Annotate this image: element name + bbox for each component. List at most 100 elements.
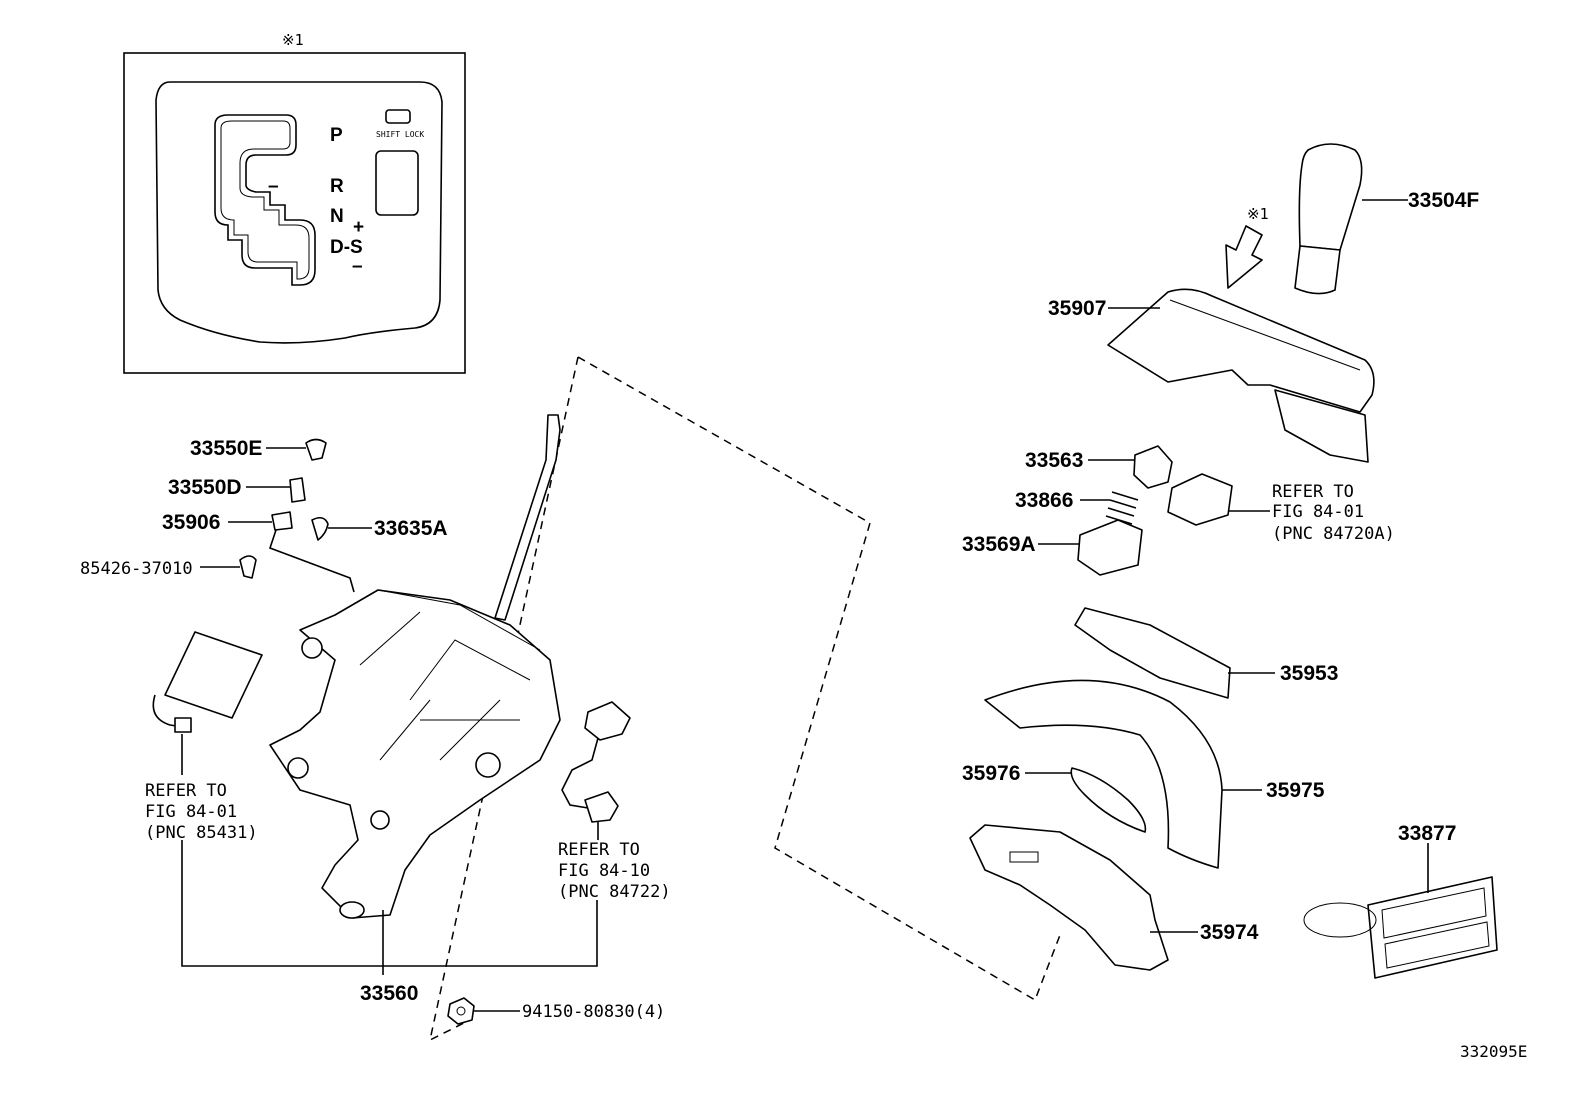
harness-84722-wire: [561, 737, 599, 809]
shift-lever-assembly: [269, 414, 561, 975]
switch-85431-body: [164, 631, 263, 719]
gate-p: P: [330, 125, 343, 146]
part-35974-slot: [1009, 851, 1039, 863]
label-33550E: 33550E: [190, 437, 262, 460]
switch-85431-shape: [152, 631, 263, 775]
shift-lock-button: [385, 109, 411, 124]
shift-base-hole-1: [301, 637, 323, 659]
gate-n: N: [330, 206, 344, 227]
part-35975-body: [984, 679, 1223, 869]
gate-slot-outer: [214, 114, 316, 286]
ref-84722-l3: (PNC 84722): [558, 882, 671, 902]
switch-85431-wire: [152, 694, 191, 729]
label-33877: 33877: [1398, 822, 1456, 845]
label-33866: 33866: [1015, 489, 1073, 512]
part-33550D-shape: [289, 477, 306, 503]
label-33504F: 33504F: [1408, 189, 1479, 212]
shift-knob-part: [1294, 143, 1408, 295]
gate-r: R: [330, 176, 344, 197]
gate-minus-left: –: [268, 176, 279, 197]
assembly-bracket-line: [181, 840, 598, 967]
ref-84722: REFER TO FIG 84-10 (PNC 84722): [558, 840, 671, 902]
inset-frame: [123, 52, 466, 374]
part-33866-spring: [1105, 491, 1139, 525]
ref-84720A-l3: (PNC 84720A): [1272, 524, 1395, 544]
part-94150-nut: [447, 997, 475, 1025]
part-33877-shape: [1303, 843, 1498, 979]
part-33550E-shape: [305, 438, 327, 461]
label-85426: 85426-37010: [80, 559, 193, 579]
ref-84720A-l1: REFER TO: [1272, 482, 1354, 502]
part-35953-body: [1074, 607, 1231, 699]
indicator-housing-part: [1107, 288, 1375, 463]
label-33563: 33563: [1025, 449, 1083, 472]
ref-85431-l2: FIG 84-01: [145, 802, 237, 822]
harness-84722-shape: [561, 701, 631, 840]
label-35976: 35976: [962, 762, 1020, 785]
label-33550D: 33550D: [168, 476, 242, 499]
part-33569A-shape: [1077, 519, 1143, 576]
part-35974-body: [969, 824, 1169, 971]
figure-code: 332095E: [1460, 1042, 1527, 1061]
part-94150-bore: [456, 1006, 466, 1016]
shift-lever-rod: [494, 414, 561, 621]
label-33635A: 33635A: [374, 517, 448, 540]
part-35974-shape: [969, 824, 1198, 971]
part-35975-shape: [984, 679, 1262, 869]
assembly-dashed-boundary: [428, 356, 1061, 1042]
label-35953: 35953: [1280, 662, 1338, 685]
shift-knob-top: [1298, 143, 1363, 251]
gate-ds: D-S: [330, 237, 363, 258]
shift-lock-label: SHIFT LOCK: [376, 130, 424, 139]
label-35974: 35974: [1200, 921, 1259, 944]
part-35906-socket: [271, 511, 293, 531]
ref-84720A-l2: FIG 84-01: [1272, 502, 1364, 522]
label-35906: 35906: [162, 511, 220, 534]
housing-bottom: [1274, 389, 1369, 463]
ref-85431: REFER TO FIG 84-01 (PNC 85431): [145, 781, 258, 843]
part-35953-shape: [1074, 607, 1275, 699]
shift-base-foot: [339, 901, 365, 919]
part-35906-wire: [268, 529, 355, 593]
shift-gate-inset: ※1 P R N D-S – + – SHIFT LOCK: [123, 31, 466, 374]
shift-base-hole-2: [287, 757, 309, 779]
gate-slot-inner: [220, 120, 310, 280]
part-33877-sticker: [1303, 902, 1377, 938]
view-arrow: ※1: [1225, 205, 1269, 289]
part-35976-body: [1070, 767, 1147, 833]
harness-84722-connector-bottom: [584, 791, 619, 823]
inset-marker: ※1: [282, 31, 304, 49]
label-33569A: 33569A: [962, 533, 1036, 556]
label-94150: 94150-80830(4): [522, 1002, 665, 1022]
ref-84720A: REFER TO FIG 84-01 (PNC 84720A): [1272, 482, 1395, 544]
part-94150-shape: [447, 997, 520, 1025]
view-marker: ※1: [1247, 205, 1269, 223]
gate-plate: [155, 81, 443, 344]
part-35976-shape: [1025, 767, 1147, 833]
gate-plus: +: [353, 217, 364, 238]
shift-lock-button-set: [1038, 445, 1270, 576]
shift-base-ribs: [359, 589, 541, 761]
ref-84722-l2: FIG 84-10: [558, 861, 650, 881]
label-33560: 33560: [360, 982, 418, 1005]
housing-edge: [1169, 299, 1361, 371]
ref-85431-l1: REFER TO: [145, 781, 227, 801]
shift-base-body: [269, 589, 561, 919]
part-33635A-shape: [311, 516, 329, 541]
shift-base-hole-3: [370, 810, 390, 830]
view-arrow-shape: [1225, 225, 1263, 289]
part-33877-window-bottom: [1384, 921, 1490, 969]
label-35907: 35907: [1048, 297, 1106, 320]
indicator-window: [375, 150, 419, 216]
shift-base-pivot: [475, 752, 501, 778]
part-85426-shape: [239, 555, 257, 579]
small-parts-left: [200, 438, 372, 593]
switch-84720A-shape: [1167, 473, 1233, 526]
part-33877-window-top: [1381, 887, 1487, 939]
gate-minus-right: –: [352, 256, 363, 277]
shift-knob-collar: [1294, 245, 1341, 295]
harness-84722-connector-top: [584, 701, 631, 741]
switch-85431-plug: [174, 717, 192, 733]
